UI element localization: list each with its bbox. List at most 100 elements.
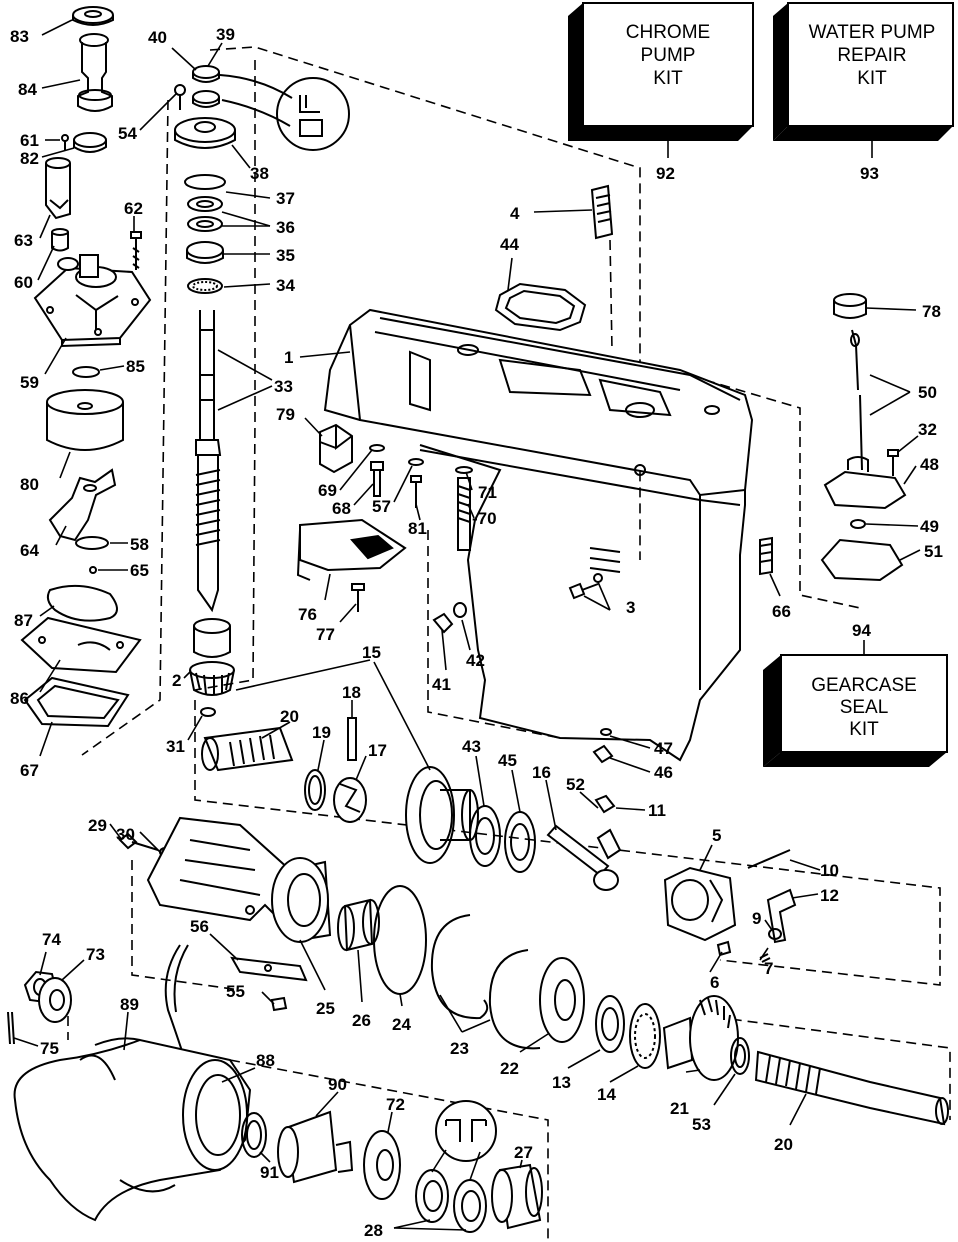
grommet-82 [73,132,107,153]
callout-90: 90 [328,1075,347,1094]
callout-3: 3 [626,598,635,617]
screw-54 [174,84,186,110]
screw-62 [130,231,142,270]
shift-shaft-16 [546,824,619,891]
callout-47: 47 [654,739,673,758]
spacer-73 [38,977,72,1023]
callout-71: 71 [478,483,497,502]
propeller-shaft-20b [754,1050,949,1126]
cover-48 [823,456,907,510]
callout-86: 86 [10,689,29,708]
callout-79: 79 [276,405,295,424]
callout-32: 32 [918,420,937,439]
callout-51: 51 [924,542,943,561]
callout-57: 57 [372,497,391,516]
callout-5: 5 [712,826,721,845]
callout-75: 75 [40,1039,59,1058]
callout-59: 59 [20,373,39,392]
bearing-26 [337,898,380,952]
kit-box-water-pump-repair: WATER PUMP REPAIR KIT 93 [773,2,954,183]
callout-18: 18 [342,683,361,702]
shift-lever-52 [594,794,622,860]
callout-83: 83 [10,27,29,46]
callout-10: 10 [820,861,839,880]
callout-48: 48 [920,455,939,474]
callout-76: 76 [298,605,317,624]
callout-49: 49 [920,517,939,536]
callout-15: 15 [362,643,381,662]
callout-64: 64 [20,541,39,560]
adapter-90 [277,1110,354,1184]
pin-18 [347,717,357,761]
impeller-cup-64 [48,468,117,542]
callout-42: 42 [466,651,485,670]
kit-93-line-2: REPAIR [837,45,906,66]
o-ring-85 [72,366,100,378]
washer-91 [241,1112,267,1158]
callout-70: -70 [472,509,497,528]
callout-92: 92 [656,164,675,183]
cotter-pin-75 [7,1011,15,1045]
callout-12: 12 [820,886,839,905]
seal-83 [72,6,114,26]
callout-93: 93 [860,164,879,183]
grommet-78 [833,293,867,319]
pinion-gear-2 [189,661,235,696]
screws-3 [568,573,603,600]
callout-53: 53 [692,1115,711,1134]
water-tube-liner-63 [45,157,71,220]
o-ring-58 [75,536,109,550]
callout-24: 24 [392,1015,411,1034]
callout-21: 21 [670,1099,689,1118]
callout-55: 55 [226,982,245,1001]
shift-rod-50 [850,329,863,471]
callout-1: 1 [284,348,293,367]
callout-26: 26 [352,1011,371,1030]
pump-housing-59 [33,254,152,348]
screw-61 [61,134,69,150]
kit-92-line-1: CHROME [626,22,710,43]
screen-4 [590,184,614,240]
bearing-27 [491,1163,543,1230]
thrust-bearing-14 [629,1003,661,1069]
washer-57 [408,458,424,466]
washer-13 [595,995,625,1053]
callout-40: 40 [148,28,167,47]
clutch-dog-17 [333,777,367,823]
leader-lines [13,19,921,1231]
impeller-80 [46,389,124,451]
callout-80: 80 [20,475,39,494]
ring-53 [730,1037,750,1075]
callout-65: 65 [130,561,149,580]
callout-81: 81 [408,519,427,538]
callout-82: 82 [20,149,39,168]
callout-numbers: 83 84 61 82 63 60 62 59 85 80 64 58 65 8… [10,25,943,1240]
seals-28-detail [435,1100,497,1162]
screw-77 [351,583,365,612]
kit-93-line-3: KIT [857,68,887,89]
screw-32 [887,449,899,476]
callout-2: 2 [172,671,181,690]
retaining-rings-23 [430,914,541,1050]
gasket-87 [46,584,118,622]
callout-78: 78 [922,302,941,321]
pin-66 [759,536,773,576]
callout-85: 85 [126,357,145,376]
callout-72: 72 [386,1095,405,1114]
screw-68 [370,461,384,497]
gasket-67 [23,676,130,728]
callout-34: 34 [276,276,295,295]
callout-7: 7 [764,959,773,978]
bearing-35 [186,241,224,264]
callout-22: 22 [500,1059,519,1078]
o-ring-24 [373,885,427,995]
seals-28 [415,1169,487,1233]
callout-56: 56 [190,917,209,936]
housing-38 [174,117,236,149]
kit-box-gearcase-seal: GEARCASE SEAL KIT 94 [763,621,948,767]
callout-89: 89 [120,995,139,1014]
callout-91: 91 [260,1163,279,1182]
washer-43 [469,805,501,867]
callout-58: 58 [130,535,149,554]
callout-36: 36 [276,218,295,237]
